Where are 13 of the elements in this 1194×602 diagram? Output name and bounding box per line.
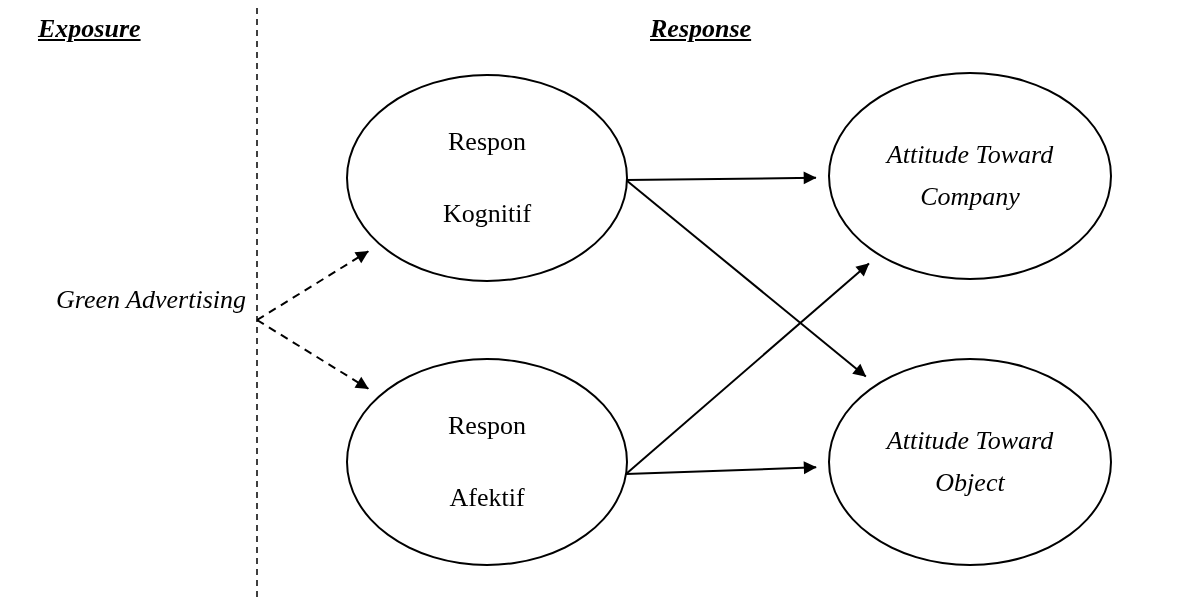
node-label: Green Advertising (4, 285, 246, 325)
arrow (625, 262, 870, 475)
node-text: Attitude Toward Object (885, 425, 1055, 499)
node-text: Afektif (448, 482, 526, 514)
arrow (625, 461, 818, 475)
node-text: Attitude Toward Company (885, 139, 1055, 213)
node-text: Respon (447, 126, 527, 158)
section-heading: Exposure (38, 14, 141, 44)
arrow (256, 319, 370, 390)
node-text: Respon (447, 410, 527, 442)
node-text: Kognitif (441, 198, 533, 230)
arrow (256, 250, 370, 321)
section-heading: Response (650, 14, 752, 44)
